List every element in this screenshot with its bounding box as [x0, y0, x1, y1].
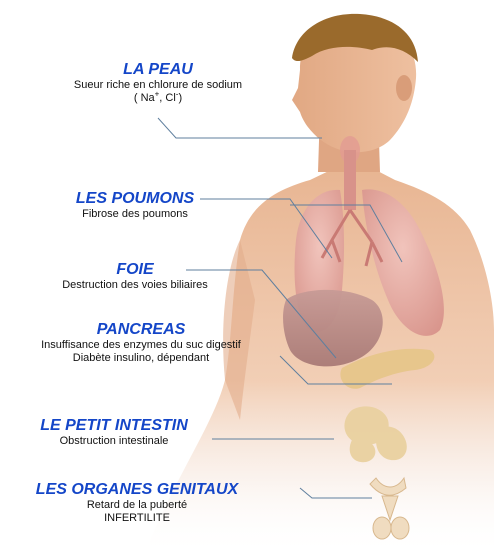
- label-peau: LA PEAU Sueur riche en chlorure de sodiu…: [24, 60, 292, 105]
- label-peau-title: LA PEAU: [24, 60, 292, 79]
- leader-peau: [158, 118, 322, 138]
- label-pancreas-desc2: Diabète insulino, dépendant: [0, 352, 282, 365]
- label-poumons: LES POUMONS Fibrose des poumons: [30, 189, 240, 221]
- label-foie-desc: Destruction des voies biliaires: [30, 279, 240, 292]
- label-poumons-desc: Fibrose des poumons: [30, 208, 240, 221]
- label-pancreas-title: PANCREAS: [0, 320, 282, 339]
- label-foie: FOIE Destruction des voies biliaires: [30, 260, 240, 292]
- label-foie-title: FOIE: [30, 260, 240, 279]
- label-intestin-desc: Obstruction intestinale: [14, 435, 214, 448]
- label-pancreas: PANCREAS Insuffisance des enzymes du suc…: [0, 320, 282, 365]
- label-intestin-title: LE PETIT INTESTIN: [14, 416, 214, 435]
- label-peau-ions: ( Na+, Cl-): [24, 92, 292, 105]
- label-genitaux-title: LES ORGANES GENITAUX: [6, 480, 268, 499]
- ear: [396, 75, 412, 101]
- label-genitaux-desc2: INFERTILITE: [6, 512, 268, 525]
- label-poumons-title: LES POUMONS: [30, 189, 240, 208]
- label-intestin: LE PETIT INTESTIN Obstruction intestinal…: [14, 416, 214, 448]
- trachea: [344, 150, 356, 210]
- label-genitaux: LES ORGANES GENITAUX Retard de la pubert…: [6, 480, 268, 525]
- label-genitaux-desc1: Retard de la puberté: [6, 499, 268, 512]
- label-pancreas-desc1: Insuffisance des enzymes du suc digestif: [0, 339, 282, 352]
